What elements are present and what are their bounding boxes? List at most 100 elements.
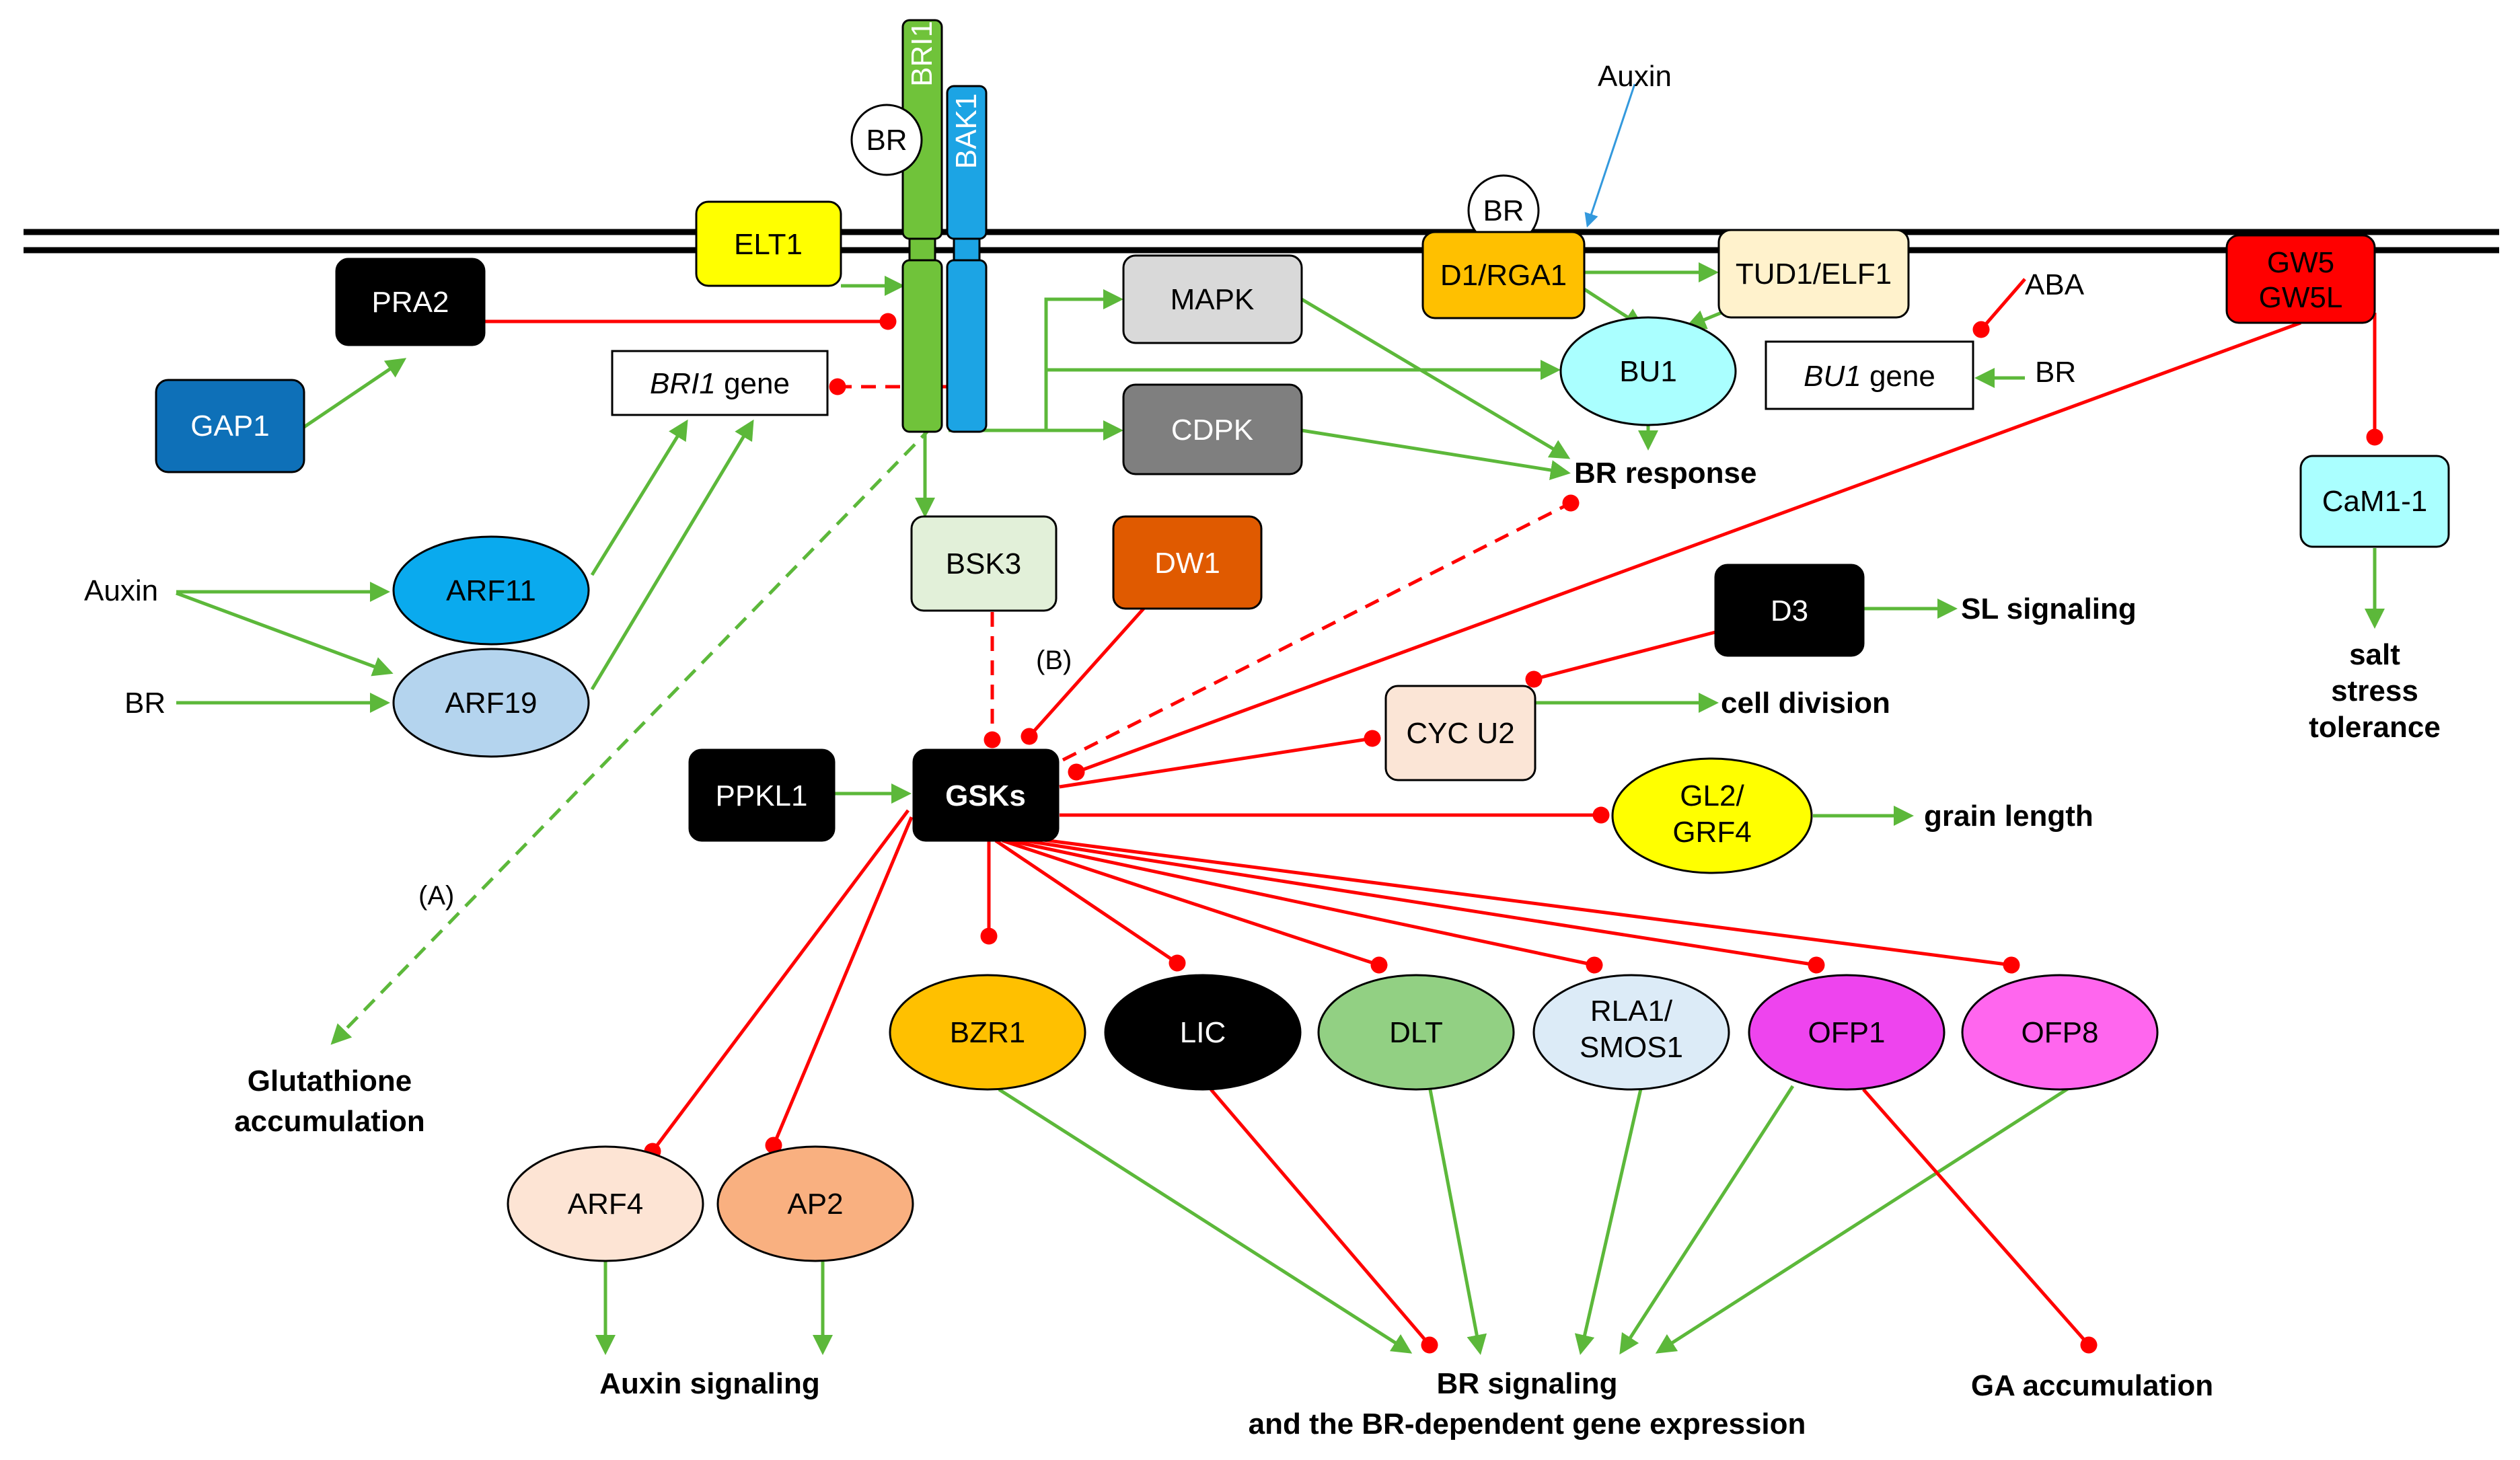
svg-text:BR signaling: BR signaling [1437,1367,1618,1400]
svg-text:tolerance: tolerance [2309,711,2441,744]
svg-text:BU1 gene: BU1 gene [1804,360,1935,393]
edge-gap1-pra2 [303,358,407,429]
svg-text:ARF4: ARF4 [568,1188,643,1221]
label-b: (B) [1036,646,1072,675]
edge-arf19-bri1gene [590,419,754,691]
auxin-left-label: Auxin [84,574,158,607]
ofp8-node: OFP8 [1961,974,2159,1091]
label-a: (A) [418,881,454,911]
svg-text:salt: salt [2349,638,2400,671]
edge-gsks-ofp8 [1022,835,2020,974]
edge-bri1-glutathione-dashed [330,426,933,1045]
output-sl-signaling: SL signaling [1961,592,2137,625]
gsks-node: GSKs [912,748,1060,842]
bak1-receptor: BAK1 [946,85,988,433]
edge-d3-cycu2 [1525,630,1716,688]
output-br-signaling: BR signaling and the BR-dependent gene e… [1249,1367,1806,1440]
output-grain-length: grain length [1924,800,2093,833]
edge-arf11-bri1gene [590,419,688,576]
tud1-elf1-node: TUD1/ELF1 [1717,229,1910,319]
output-ga-accumulation: GA accumulation [1971,1369,2213,1402]
edge-gsks-ap2 [765,816,914,1154]
svg-text:GAP1: GAP1 [190,410,269,443]
svg-text:DLT: DLT [1389,1016,1443,1049]
edge-gsks-rla1 [1008,839,1603,974]
svg-text:AP2: AP2 [787,1188,843,1221]
edge-gsks-dlt [1002,839,1388,974]
bri1-receptor: BRI1 [901,19,943,433]
edge-ofp8-brsig [1655,1084,2073,1354]
ap2-node: AP2 [716,1145,914,1262]
svg-text:PPKL1: PPKL1 [716,779,808,812]
edge-lic-brsig [1210,1088,1438,1354]
edge-ofp1-ga [1862,1088,2098,1354]
d1-rga1-node: D1/RGA1 [1421,231,1586,319]
pra2-node: PRA2 [335,258,486,346]
output-glutathione-accumulation: Glutathione accumulation [234,1065,425,1138]
rla1-smos1-node: RLA1/ SMOS1 [1532,974,1730,1091]
edge-gsks-lic [994,839,1186,972]
output-cell-division: cell division [1721,687,1890,720]
svg-text:CaM1-1: CaM1-1 [2322,485,2428,518]
auxin-top-label: Auxin [1598,60,1672,93]
svg-text:BRI1 gene: BRI1 gene [650,367,790,400]
svg-text:GRF4: GRF4 [1672,816,1751,849]
edge-gsks-cycu2 [1059,730,1381,789]
edge-aba-bu1gene [1972,278,2026,338]
edge-dlt-brsig [1428,1085,1487,1355]
bu1-node: BU1 [1559,316,1737,426]
svg-text:SMOS1: SMOS1 [1580,1031,1683,1064]
bzr1-node: BZR1 [889,974,1086,1091]
svg-text:RLA1/: RLA1/ [1590,995,1673,1028]
bak1-label: BAK1 [950,93,983,169]
svg-text:LIC: LIC [1180,1016,1226,1049]
output-auxin-signaling: Auxin signaling [599,1367,820,1400]
svg-text:BSK3: BSK3 [946,547,1022,580]
svg-text:TUD1/ELF1: TUD1/ELF1 [1736,258,1892,291]
svg-text:D1/RGA1: D1/RGA1 [1440,259,1567,292]
edge-gw5-gsks [1068,321,2301,781]
svg-text:BR: BR [866,124,907,157]
svg-text:GW5: GW5 [2267,246,2334,279]
plasma-membrane [24,229,2499,254]
edge-auxin-d1 [1584,83,1636,228]
edge-auxin-arf19 [176,591,394,677]
edge-ofp1-brsig [1619,1085,1795,1355]
aba-label: ABA [2025,268,2085,301]
edge-cdpk-brresponse [1301,428,1571,480]
svg-text:D3: D3 [1771,594,1808,627]
svg-text:CYC U2: CYC U2 [1406,717,1514,750]
output-br-response: BR response [1574,457,1756,490]
svg-text:BZR1: BZR1 [950,1016,1025,1049]
elt1-node: ELT1 [695,200,842,287]
edge-gsks-ofp1 [1015,837,1825,974]
gw5-node: GW5 GW5L [2225,234,2376,324]
ofp1-node: OFP1 [1748,974,1945,1091]
dw1-node: DW1 [1112,515,1263,610]
svg-text:accumulation: accumulation [234,1105,425,1138]
mapk-node: MAPK [1122,254,1303,344]
svg-text:BU1: BU1 [1619,355,1677,388]
edge-rla1-brsig [1574,1085,1643,1355]
bri1-gene-node: BRI1 gene [611,350,829,416]
svg-text:DW1: DW1 [1154,547,1220,580]
arf19-node: ARF19 [392,648,590,758]
svg-text:ARF19: ARF19 [445,687,538,720]
arf4-node: ARF4 [507,1145,704,1262]
arf11-node: ARF11 [392,535,590,646]
edge-bri1-mapk [949,289,1123,432]
edge-dw1-gsks [1021,607,1145,745]
edge-mapk-brresponse [1300,297,1571,459]
svg-text:PRA2: PRA2 [372,286,449,319]
br-left-label: BR [124,687,165,720]
svg-text:GSKs: GSKs [945,779,1026,812]
edge-gsks-brresponse-dashed [1062,494,1580,762]
svg-text:GW5L: GW5L [2259,281,2343,314]
bu1-gene-node: BU1 gene [1765,340,1974,410]
svg-text:OFP1: OFP1 [1808,1016,1886,1049]
lic-node: LIC [1104,974,1302,1091]
svg-text:GL2/: GL2/ [1680,779,1744,812]
svg-text:and the BR-dependent gene expr: and the BR-dependent gene expression [1249,1408,1806,1440]
edges [176,83,2385,1355]
